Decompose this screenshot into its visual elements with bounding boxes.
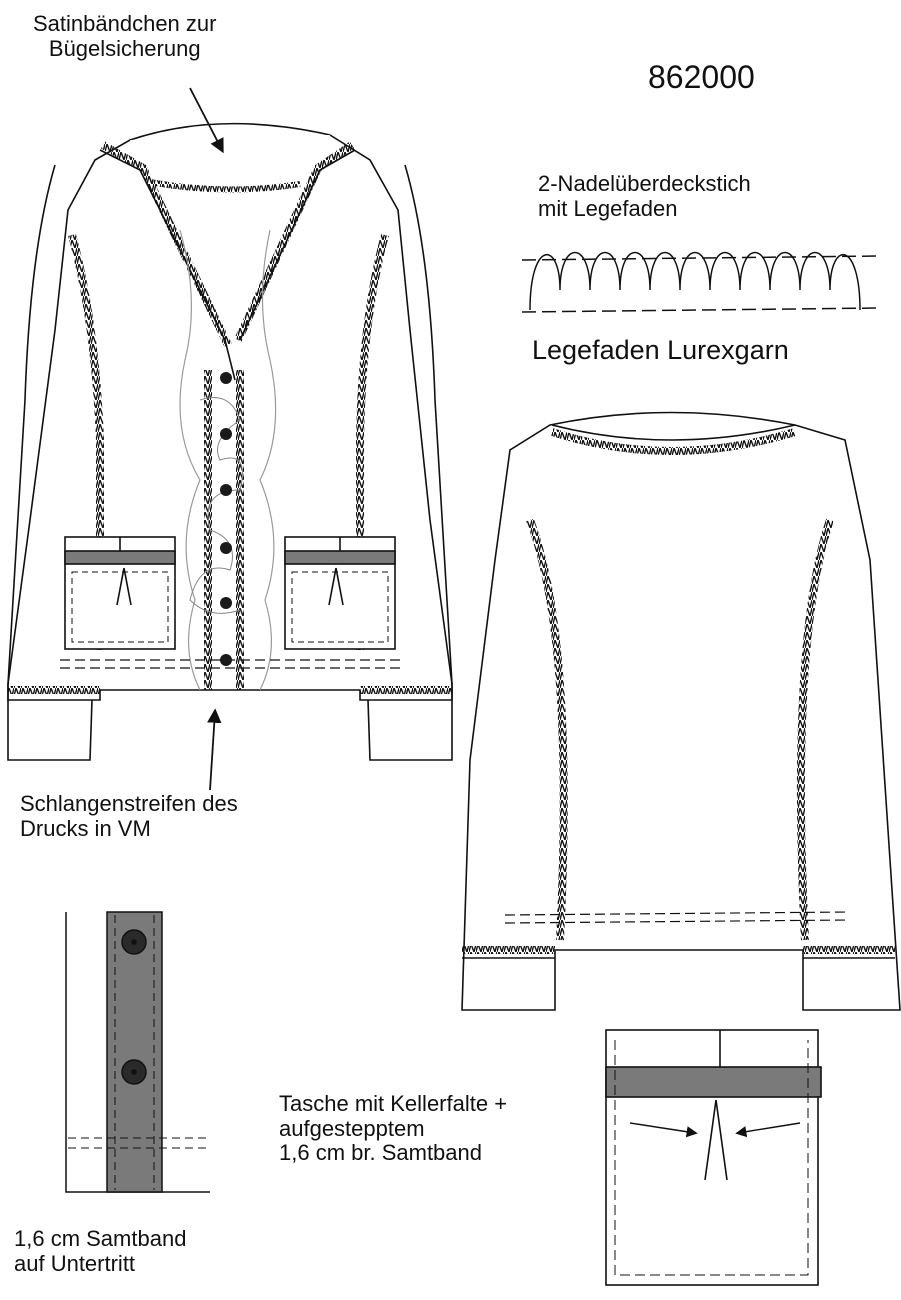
back-body-outline	[461, 411, 901, 1011]
back-jacket-view	[461, 411, 901, 1011]
underlap-buttons	[121, 929, 147, 1085]
back-left-princess-ruffle	[526, 518, 568, 941]
right-lapel-ruffle	[234, 141, 355, 342]
style-number: 862000	[648, 59, 755, 95]
front-right-pocket	[284, 536, 396, 650]
velvet-underlap-detail	[65, 911, 210, 1193]
snake-stripe-arrow	[207, 708, 222, 791]
neck-ruffle	[149, 179, 301, 193]
lurex-loop-thread	[529, 251, 861, 311]
front-left-sleeve	[7, 164, 93, 761]
front-right-sleeve	[367, 164, 453, 761]
satin-tape-label: Satinbändchen zur Bügelsicherung	[33, 11, 217, 61]
pocket-detail-enlarged	[605, 1029, 822, 1286]
front-left-pocket	[64, 536, 176, 650]
lurex-thread-label: Legefaden Lurexgarn	[532, 335, 789, 365]
back-neck-ruffle	[550, 428, 797, 455]
right-princess-ruffle	[356, 233, 389, 650]
left-princess-ruffle	[68, 233, 104, 650]
coverstitch-sample	[521, 251, 881, 313]
back-neck-line	[551, 424, 796, 441]
velvet-band	[106, 911, 163, 1193]
back-hem-stitch	[504, 911, 851, 924]
back-right-princess-ruffle	[796, 518, 834, 941]
coverstitch-label: 2-Nadelüberdeckstich mit Legefaden	[538, 171, 751, 221]
front-buttons	[220, 372, 232, 666]
satin-tape-arrow	[189, 87, 224, 154]
snake-stripe-label: Schlangenstreifen des Drucks in VM	[20, 791, 238, 841]
left-lapel-ruffle	[101, 141, 232, 347]
box-pleat	[704, 1099, 728, 1181]
snake-print-stripe	[179, 229, 201, 691]
pocket-velvet-band	[605, 1066, 822, 1098]
velvet-underlap-label: 1,6 cm Samtband auf Untertritt	[14, 1226, 187, 1276]
front-back-neck	[129, 122, 331, 141]
pocket-detail-label: Tasche mit Kellerfalte + aufgestepptem 1…	[279, 1091, 508, 1166]
front-jacket-view	[7, 122, 453, 761]
